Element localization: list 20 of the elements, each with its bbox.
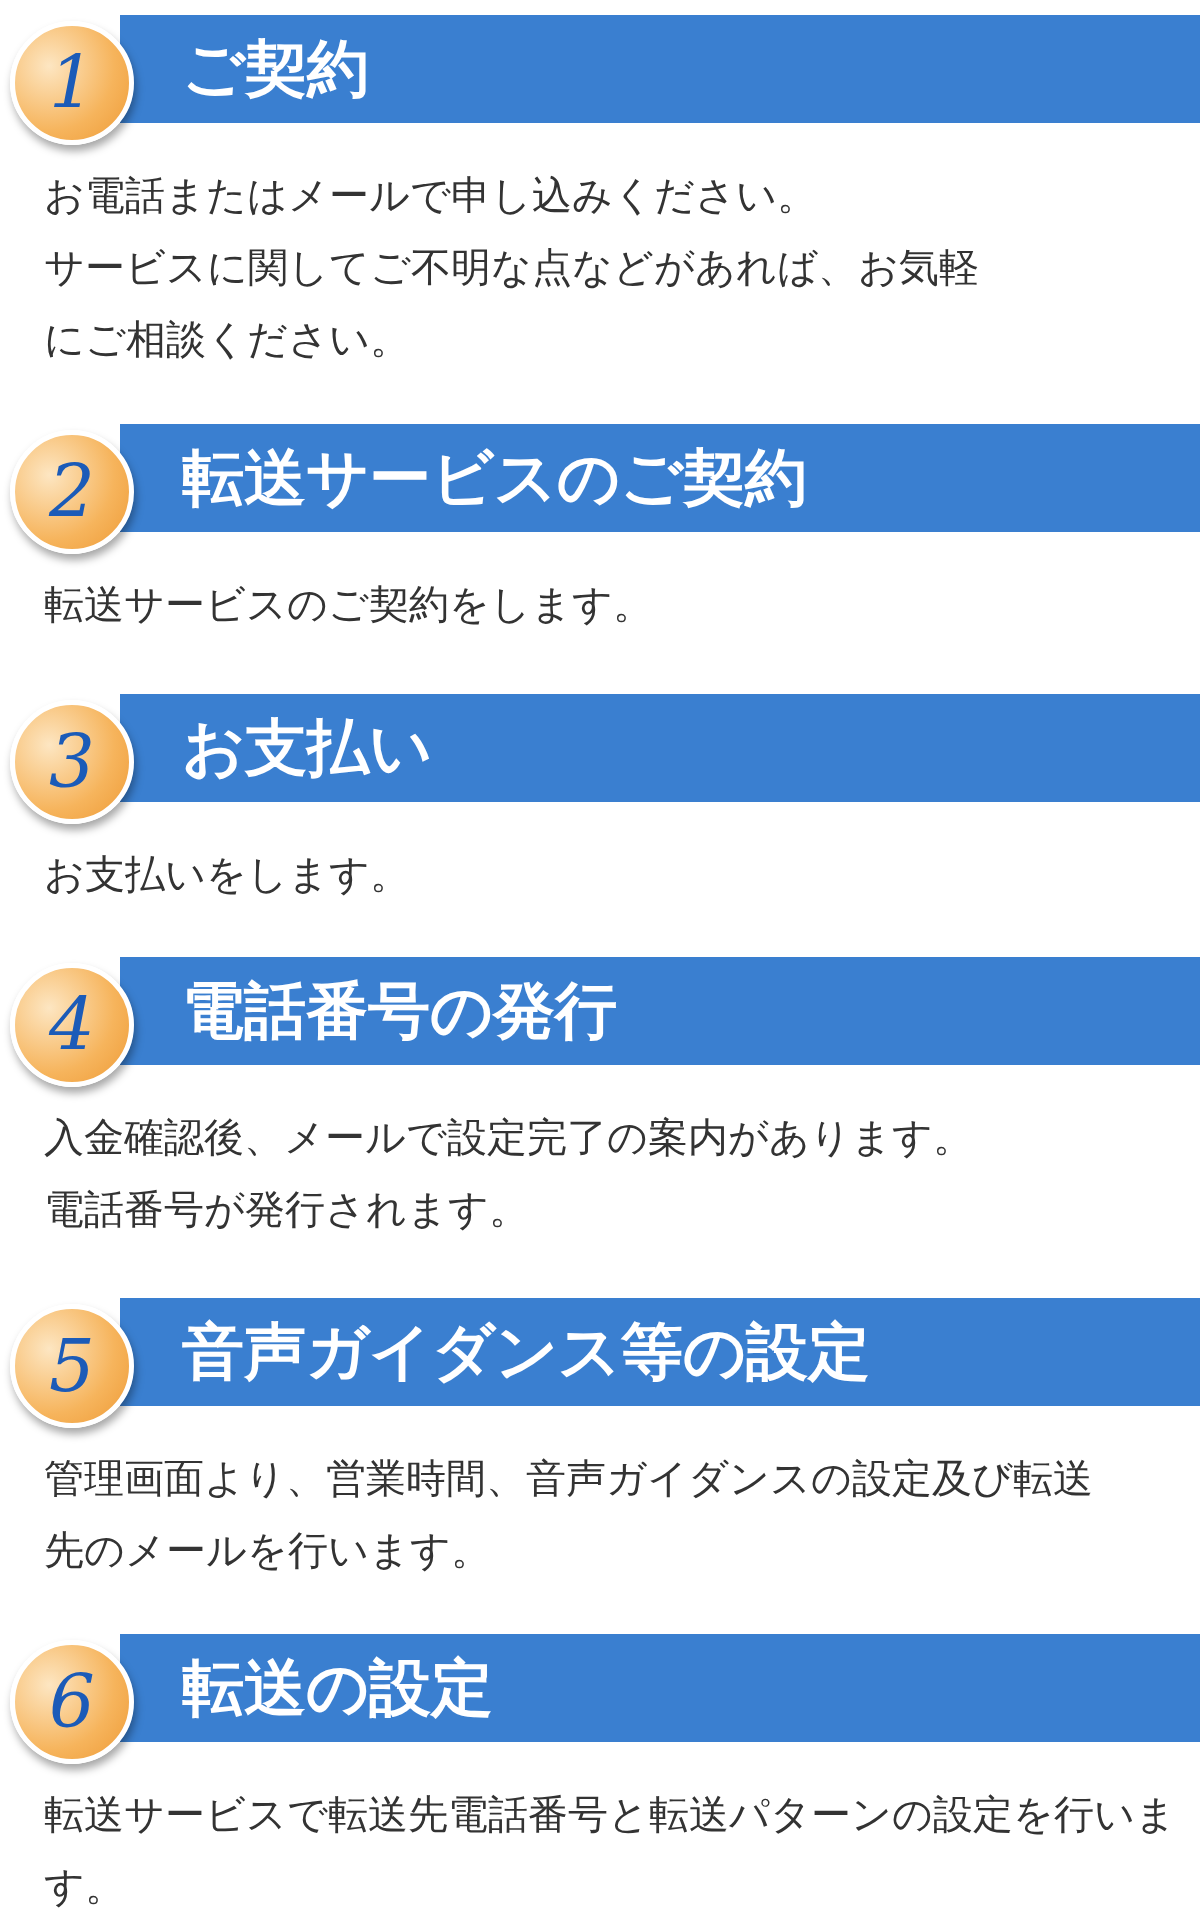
heading-banner (120, 957, 1200, 1065)
step-heading: お支払い (182, 710, 432, 786)
step-description: 転送サービスのご契約をします。 (44, 580, 653, 629)
step-description: 管理画面より、営業時間、音声ガイダンスの設定及び転送先のメールを行います。 (44, 1454, 1094, 1575)
step-description: サービスに関してご不明な点などがあれば、お気軽にご相談ください。 (44, 243, 980, 364)
step-heading: 転送サービスのご契約 (182, 440, 807, 516)
step-heading: 転送の設定 (182, 1650, 493, 1726)
step-heading: 電話番号の発行 (182, 973, 617, 1049)
step-description: 電話番号が発行されます。 (44, 1185, 529, 1234)
heading-banner (120, 1298, 1200, 1406)
step-heading: 音声ガイダンス等の設定 (182, 1314, 870, 1390)
step-heading: ご契約 (182, 31, 369, 107)
heading-banner (120, 1634, 1200, 1742)
step-description: 入金確認後、メールで設定完了の案内があります。 (44, 1113, 973, 1162)
heading-banner (120, 694, 1200, 802)
heading-banner (120, 15, 1200, 123)
step-description: お支払いをします。 (44, 850, 410, 899)
step-description: 転送サービスで転送先電話番号と転送パターンの設定を行います。 (44, 1790, 1177, 1911)
heading-banner (120, 424, 1200, 532)
step-description: お電話またはメールで申し込みください。 (44, 171, 817, 220)
